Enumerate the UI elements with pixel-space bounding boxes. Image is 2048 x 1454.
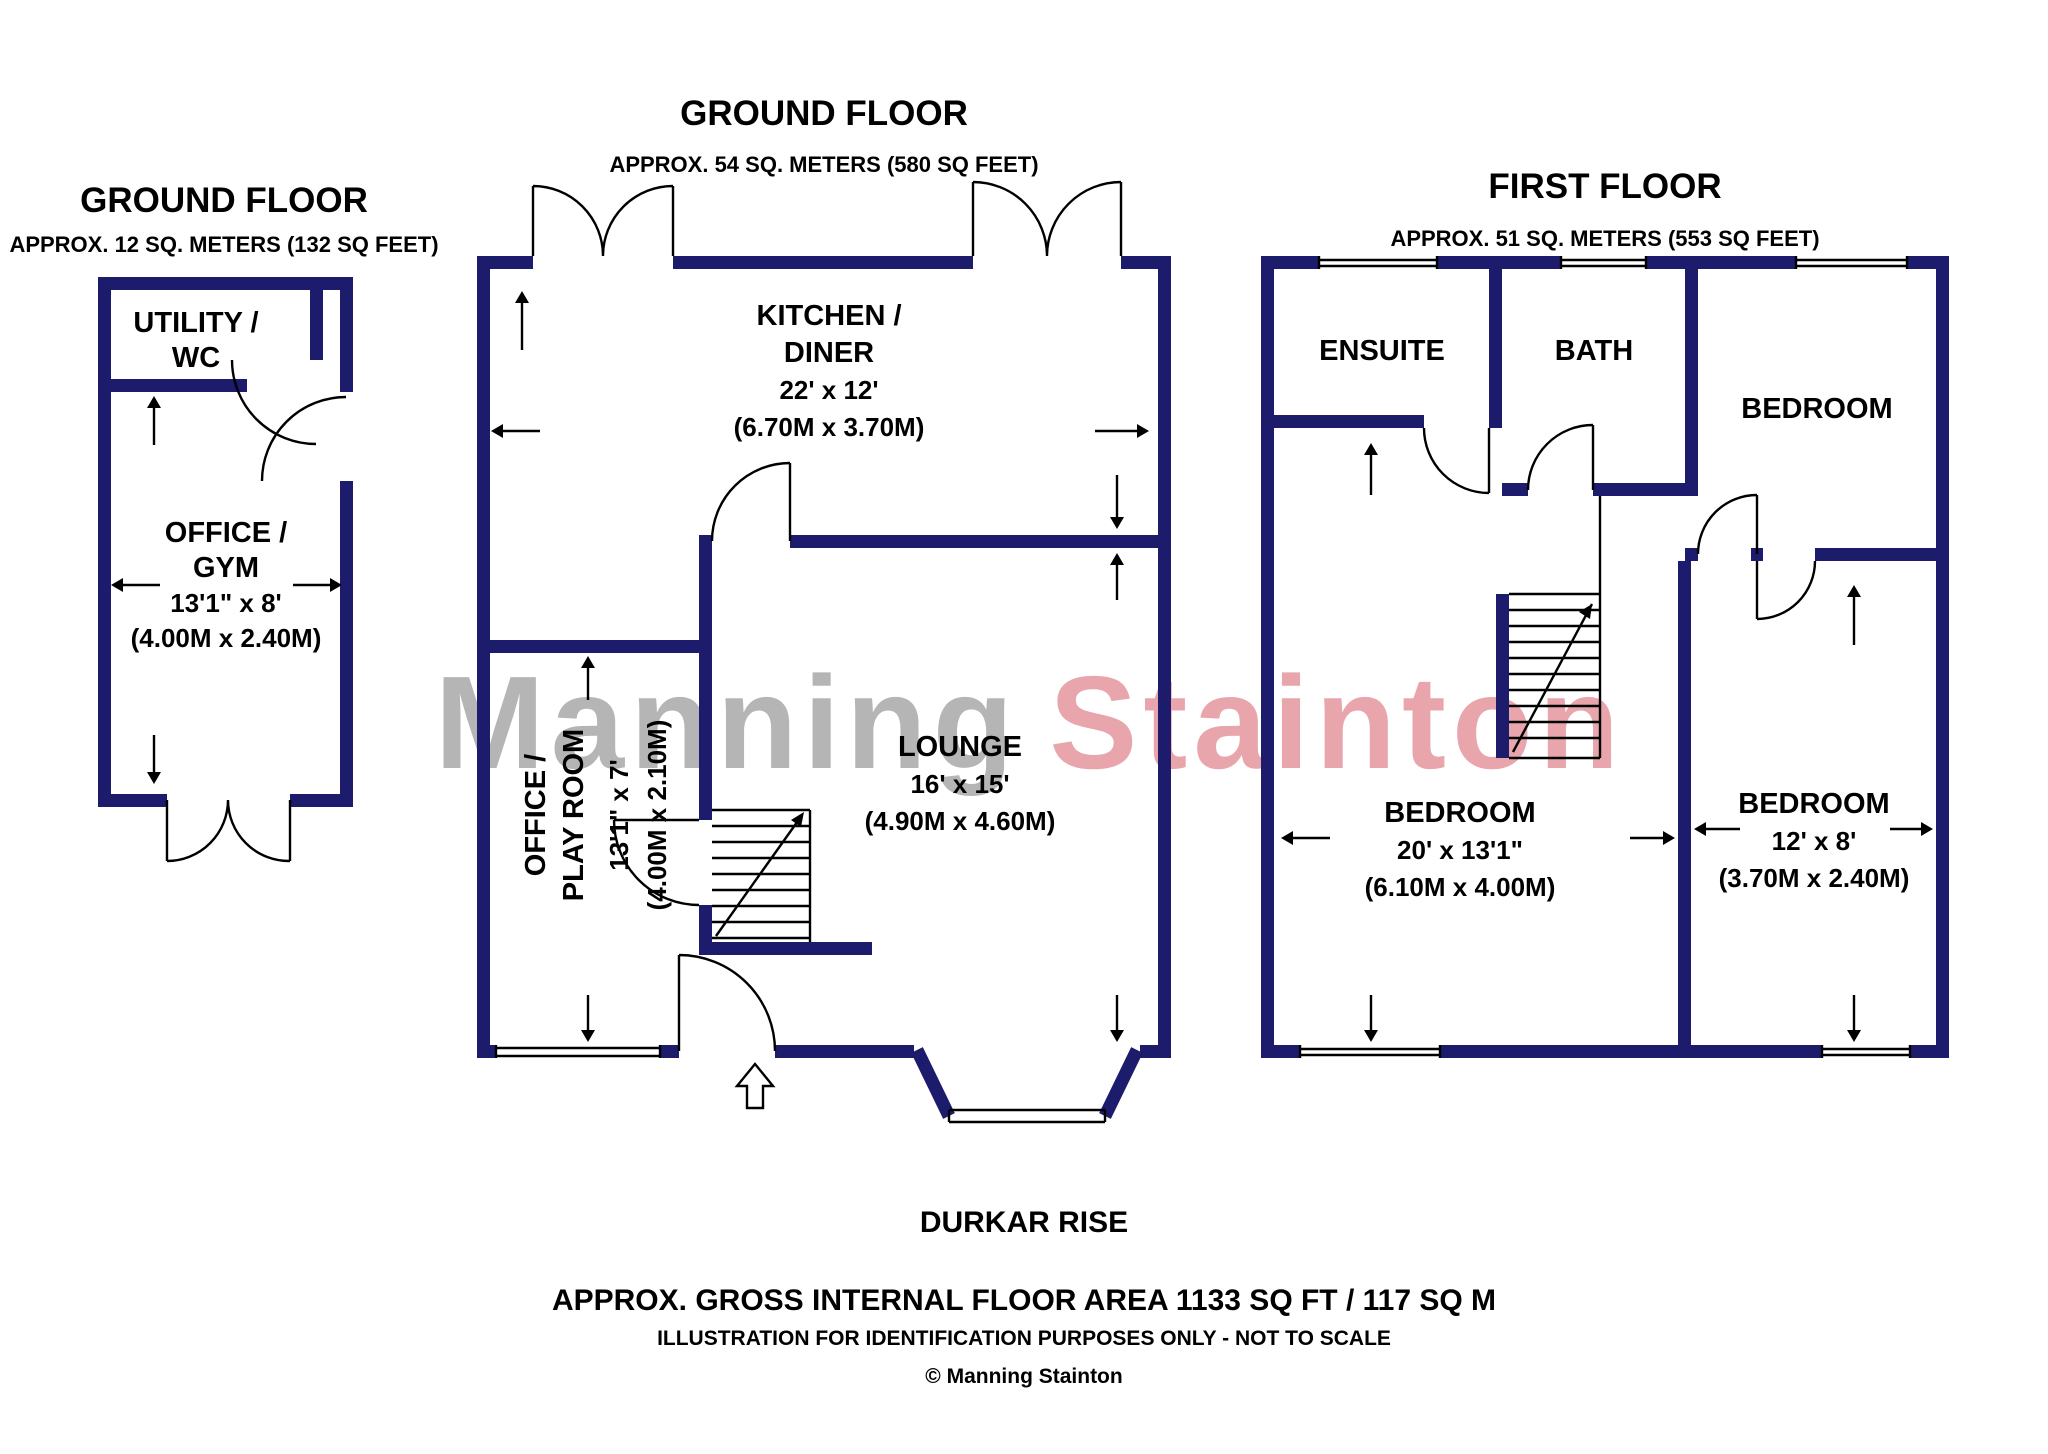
lounge-dim-metric: (4.90M x 4.60M) <box>865 806 1056 836</box>
utility-room-label-1: UTILITY / <box>133 307 258 339</box>
ground-door-arcs <box>531 180 1123 1052</box>
ensuite-label: ENSUITE <box>1319 335 1445 367</box>
bath-label: BATH <box>1555 335 1633 367</box>
stairs-ground <box>712 808 812 942</box>
playroom-label-2: PLAY ROOM <box>558 729 590 901</box>
stairs-ground-direction-arrow <box>791 812 804 827</box>
plan-ground-title: GROUND FLOOR <box>680 94 968 133</box>
copyright-label: © Manning Stainton <box>925 1365 1122 1388</box>
plan-first-floor: FIRST FLOOR APPROX. 51 SQ. METERS (553 S… <box>1261 167 1949 1058</box>
bedroom-main-label: BEDROOM <box>1384 797 1535 829</box>
stairs-ground-treads <box>712 808 812 942</box>
kitchen-label-2: DINER <box>784 337 874 369</box>
plan-ground-floor: GROUND FLOOR APPROX. 54 SQ. METERS (580 … <box>477 94 1171 1124</box>
plan-first-subtitle: APPROX. 51 SQ. METERS (553 SQ FEET) <box>1390 226 1819 251</box>
kitchen-dim-metric: (6.70M x 3.70M) <box>734 412 925 442</box>
bay-window-walls <box>911 1047 1143 1119</box>
ground-windows <box>494 1045 1107 1124</box>
stairs-first-treads <box>1509 496 1602 760</box>
address-label: DURKAR RISE <box>920 1206 1128 1239</box>
playroom-label-1: OFFICE / <box>520 754 552 876</box>
office-gym-dim-imperial: 13'1" x 8' <box>170 588 281 618</box>
plan-outbuilding: GROUND FLOOR APPROX. 12 SQ. METERS (132 … <box>9 181 439 863</box>
disclaimer-label: ILLUSTRATION FOR IDENTIFICATION PURPOSES… <box>657 1327 1391 1350</box>
watermark-word-1: Manning <box>435 649 1020 796</box>
footer: DURKAR RISE APPROX. GROSS INTERNAL FLOOR… <box>552 1206 1496 1388</box>
plan-ground-subtitle: APPROX. 54 SQ. METERS (580 SQ FEET) <box>609 152 1038 177</box>
stairs-first <box>1509 496 1602 760</box>
kitchen-dim-imperial: 22' x 12' <box>779 375 878 405</box>
playroom-dim-imperial: 13'1" x 7' <box>604 759 634 870</box>
kitchen-label-1: KITCHEN / <box>757 300 902 332</box>
utility-room-label-2: WC <box>172 342 220 374</box>
bedroom-main-dim-imperial: 20' x 13'1" <box>1397 835 1523 865</box>
office-gym-label-1: OFFICE / <box>165 517 287 549</box>
plan-first-title: FIRST FLOOR <box>1488 167 1721 206</box>
bedroom-front-label: BEDROOM <box>1738 788 1889 820</box>
lounge-dim-imperial: 16' x 15' <box>910 769 1009 799</box>
outbuilding-door-arcs <box>165 359 347 863</box>
first-door-arcs <box>1422 423 1817 621</box>
plan-outbuilding-title: GROUND FLOOR <box>80 181 368 220</box>
bedroom-rear-label: BEDROOM <box>1741 393 1892 425</box>
outbuilding-walls <box>98 277 353 807</box>
plan-outbuilding-subtitle: APPROX. 12 SQ. METERS (132 SQ FEET) <box>9 232 438 257</box>
area-summary-label: APPROX. GROSS INTERNAL FLOOR AREA 1133 S… <box>552 1284 1496 1317</box>
bedroom-front-dim-imperial: 12' x 8' <box>1772 826 1857 856</box>
office-gym-dim-metric: (4.00M x 2.40M) <box>131 623 322 653</box>
first-windows <box>1298 256 1912 1058</box>
playroom-dim-metric: (4.00M x 2.10M) <box>642 720 672 911</box>
ground-measure-lines <box>500 300 1140 1033</box>
office-gym-label-2: GYM <box>193 552 259 584</box>
first-measure-lines <box>1290 452 1924 1033</box>
bedroom-front-dim-metric: (3.70M x 2.40M) <box>1719 863 1910 893</box>
outbuilding-measure-lines <box>120 405 333 775</box>
lounge-label: LOUNGE <box>898 731 1022 763</box>
entrance-arrow-icon <box>734 1062 776 1110</box>
bedroom-main-dim-metric: (6.10M x 4.00M) <box>1365 872 1556 902</box>
stairs-first-direction-arrow <box>1579 604 1592 619</box>
